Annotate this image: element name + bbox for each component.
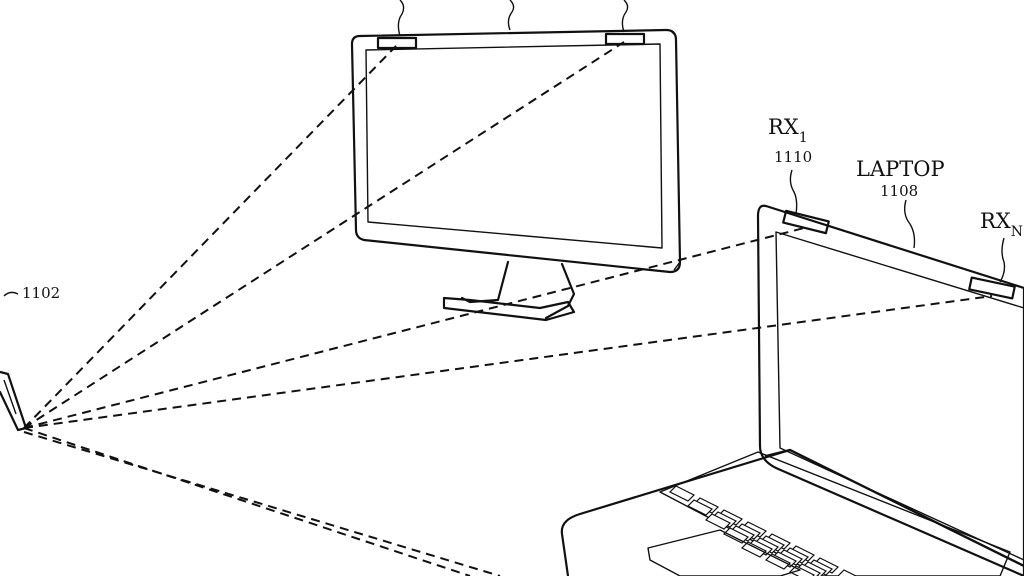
beam-to-monitor-right bbox=[23, 41, 625, 429]
monitor-stand-neck bbox=[460, 260, 576, 320]
laptop-base bbox=[560, 448, 1024, 576]
laptop-key bbox=[740, 541, 768, 558]
device-edge bbox=[3, 379, 17, 415]
beam-to-laptop-rxn bbox=[23, 295, 993, 429]
rx-last-text: RX bbox=[980, 209, 1011, 233]
laptop-key bbox=[668, 485, 696, 502]
signal-beams bbox=[23, 41, 993, 576]
monitor-sensor-right bbox=[604, 32, 646, 46]
laptop-key bbox=[764, 553, 792, 570]
laptop bbox=[560, 169, 1024, 576]
laptop-leader-rx1 bbox=[789, 169, 798, 215]
laptop-lid bbox=[756, 204, 1024, 576]
laptop-leader-rxn bbox=[999, 237, 1006, 283]
laptop-keys bbox=[668, 485, 858, 576]
device-leader bbox=[3, 291, 19, 297]
monitor-leader-3 bbox=[621, 0, 629, 33]
device-ref-label: 1102 bbox=[22, 284, 60, 302]
beam-to-laptop-rx1 bbox=[23, 227, 805, 429]
monitor-leader-2 bbox=[507, 0, 515, 31]
monitor-sensor-left bbox=[376, 36, 418, 50]
laptop-keyboard-frame bbox=[659, 451, 1011, 576]
laptop-receiver-rx1 bbox=[782, 209, 830, 235]
laptop-ref-label: 1108 bbox=[880, 182, 918, 200]
rx-last-subscript: N bbox=[1011, 224, 1023, 240]
laptop-key bbox=[837, 569, 858, 576]
desktop-monitor bbox=[350, 0, 682, 322]
handheld-device bbox=[0, 291, 28, 432]
monitor-leader-1 bbox=[397, 0, 405, 37]
rx-first-label: RX1 bbox=[768, 115, 808, 146]
laptop-receiver-rxn bbox=[968, 276, 1016, 300]
beam-downward-1 bbox=[23, 427, 471, 576]
monitor-screen bbox=[365, 43, 663, 249]
laptop-label: LAPTOP bbox=[856, 157, 945, 181]
laptop-trackpad bbox=[647, 529, 801, 576]
rx-first-text: RX bbox=[768, 115, 799, 139]
laptop-key bbox=[704, 513, 732, 530]
rx-last-label: RXN bbox=[980, 209, 1023, 240]
laptop-hinge bbox=[764, 448, 1024, 568]
monitor-depth bbox=[669, 29, 681, 271]
beam-downward-2 bbox=[23, 431, 501, 576]
rx-first-subscript: 1 bbox=[799, 130, 808, 146]
monitor-stand-base bbox=[442, 296, 576, 322]
rx-first-ref-label: 1110 bbox=[774, 148, 812, 166]
laptop-screen bbox=[775, 231, 1024, 561]
laptop-key bbox=[722, 527, 750, 544]
laptop-key bbox=[686, 499, 714, 516]
laptop-leader-laptop bbox=[903, 199, 916, 249]
labels: 1102 RX1 1110 LAPTOP 1108 RXN bbox=[22, 115, 1023, 302]
beam-to-monitor-left bbox=[23, 45, 397, 429]
